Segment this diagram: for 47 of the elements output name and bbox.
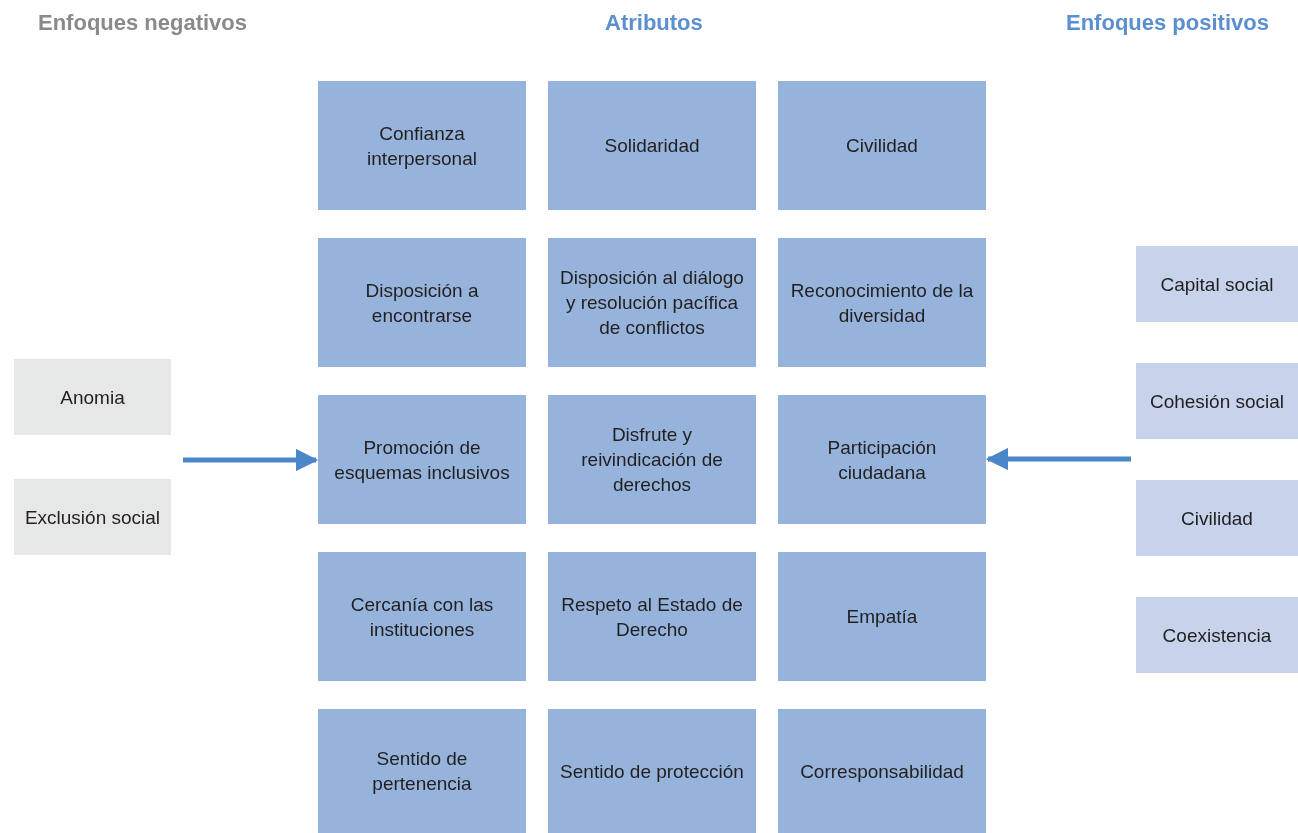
attribute-box [778, 395, 986, 524]
node-text: Corresponsabilidad [800, 759, 964, 784]
attribute-box [548, 552, 756, 681]
node-text: Confianza interpersonal [366, 121, 478, 171]
node-text: Coexistencia [1162, 623, 1272, 648]
attribute-box [318, 709, 526, 833]
positive-approach-box [1136, 597, 1298, 673]
attribute-box [548, 709, 756, 833]
attribute-box [318, 395, 526, 524]
node-text: Reconocimiento de la diversidad [789, 278, 975, 328]
attribute-box [318, 552, 526, 681]
negative-approach-box [14, 359, 171, 435]
node-text: Disfrute y reivindicación de derechos [580, 423, 724, 497]
column-heading: Enfoques negativos [38, 10, 248, 36]
column-heading: Atributos [605, 10, 703, 36]
node-text: Sentido de pertenencia [371, 747, 473, 796]
node-text: Empatía [846, 605, 918, 629]
node-text: Sentido de protección [560, 759, 744, 784]
arrow [183, 448, 319, 472]
attribute-box [778, 81, 986, 210]
node-text: Cohesión social [1149, 389, 1285, 414]
node-text: Capital social [1160, 272, 1274, 297]
attribute-box [318, 238, 526, 367]
attribute-box [778, 238, 986, 367]
attribute-box [548, 238, 756, 367]
node-text: Participación ciudadana [826, 435, 938, 485]
node-text: Civilidad [1181, 506, 1253, 531]
attribute-box [548, 395, 756, 524]
arrow [985, 447, 1131, 471]
column-heading: Enfoques positivos [1066, 10, 1269, 36]
positive-approach-box [1136, 246, 1298, 322]
attribute-box [778, 552, 986, 681]
node-text: Solidaridad [604, 134, 700, 158]
attribute-box [318, 81, 526, 210]
node-text: Promoción de esquemas inclusivos [333, 435, 511, 485]
attribute-box [778, 709, 986, 833]
node-text: Respeto al Estado de Derecho [560, 592, 744, 642]
node-text: Disposición a encontrarse [364, 278, 480, 328]
positive-approach-box [1136, 363, 1298, 439]
positive-approach-box [1136, 480, 1298, 556]
negative-approach-box [14, 479, 171, 555]
node-text: Anomia [60, 385, 125, 410]
node-text: Exclusión social [24, 505, 161, 530]
attribute-box [548, 81, 756, 210]
node-text: Cercanía con las instituciones [349, 592, 495, 642]
node-text: Disposición al diálogo y resolución pacífica de conflictos [559, 266, 745, 340]
node-text: Civilidad [846, 134, 918, 158]
